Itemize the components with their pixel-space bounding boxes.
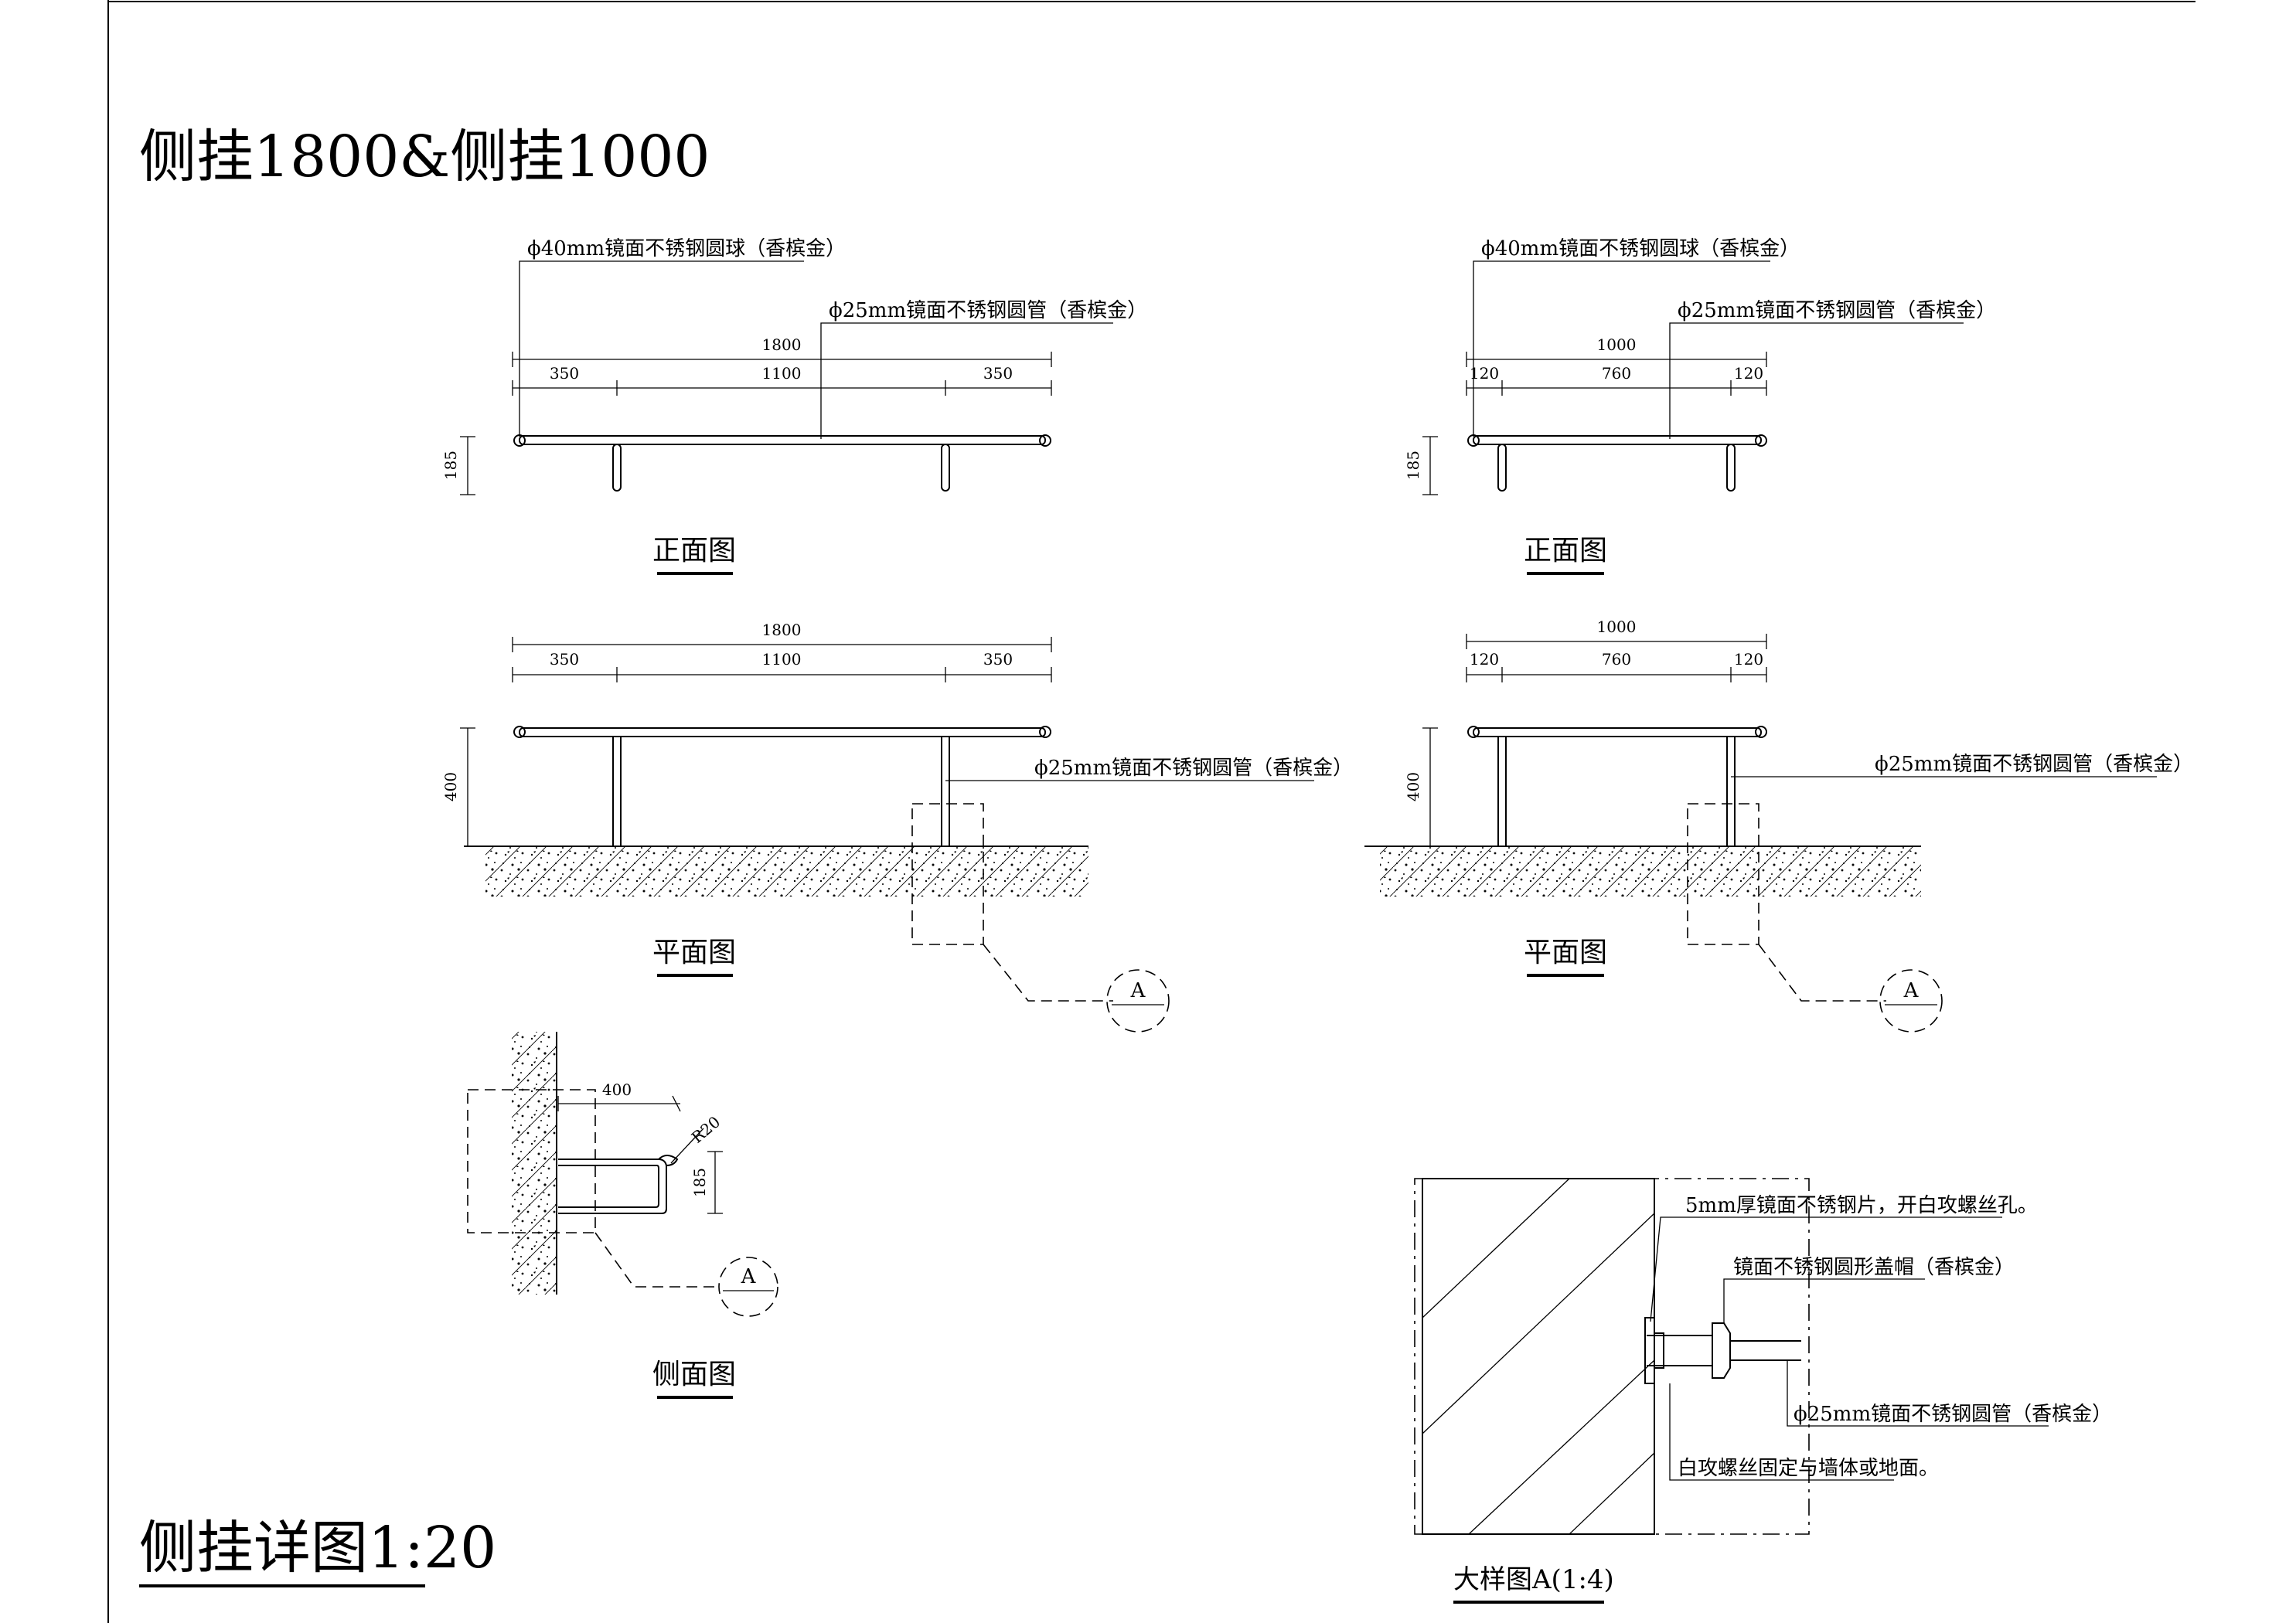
side-dim-height-text: 185 bbox=[690, 1168, 709, 1197]
sheet-title: 侧挂1800&侧挂1000 bbox=[139, 124, 710, 190]
detail-box bbox=[911, 803, 984, 945]
leader-ball bbox=[1473, 260, 1770, 437]
dim-height-text: 185 bbox=[441, 451, 460, 480]
detail-box bbox=[1687, 803, 1759, 945]
dimension-height bbox=[460, 436, 475, 495]
side-dim-depth bbox=[557, 1095, 681, 1112]
dim-seg-2: 760 bbox=[1602, 364, 1631, 383]
detail-leader bbox=[1758, 944, 1886, 1002]
bent-handrail bbox=[558, 1155, 679, 1214]
detail-leader bbox=[983, 944, 1113, 1002]
screw-label: 白攻螺丝固定与墙体或地面。 bbox=[1678, 1457, 1939, 1480]
detail-callout-circle bbox=[718, 1257, 778, 1317]
screw bbox=[1647, 1335, 1670, 1366]
radius-leader bbox=[670, 1128, 704, 1164]
dimension-depth bbox=[460, 727, 475, 846]
dim-seg-1: 350 bbox=[550, 364, 579, 383]
pipe-section bbox=[1664, 1322, 1801, 1379]
side-view: 400 R20 185 A 侧面图 bbox=[467, 1032, 778, 1399]
dimension-total bbox=[1466, 352, 1767, 367]
pipe-label: ϕ25mm镜面不锈钢圆管（香槟金） bbox=[1875, 753, 2193, 776]
handrail-front bbox=[513, 434, 1051, 492]
pipe-label: ϕ25mm镜面不锈钢圆管（香槟金） bbox=[1678, 299, 1996, 322]
concrete-block bbox=[1422, 1178, 1655, 1535]
side-detail-leader bbox=[594, 1232, 719, 1288]
plate-leader bbox=[1650, 1216, 2002, 1322]
dim-depth-text: 400 bbox=[1404, 772, 1422, 801]
dim-seg-3: 350 bbox=[983, 650, 1013, 669]
cap-label: 镜面不锈钢圆形盖帽（香槟金） bbox=[1733, 1256, 2015, 1279]
footer-title: 侧挂详图1:20 bbox=[139, 1515, 496, 1581]
leader-pipe bbox=[1669, 322, 1964, 439]
dim-seg-1: 120 bbox=[1470, 650, 1499, 669]
side-dim-depth-text: 400 bbox=[602, 1080, 632, 1099]
ball-label: ϕ40mm镜面不锈钢圆球（香槟金） bbox=[1481, 237, 1800, 260]
detail-caption: 大样图A(1:4) bbox=[1453, 1564, 1614, 1595]
plan-caption: 平面图 bbox=[652, 937, 736, 968]
pipe-label: ϕ25mm镜面不锈钢圆管（香槟金） bbox=[1034, 757, 1353, 780]
dim-height-text: 185 bbox=[1404, 451, 1422, 480]
dim-seg-1: 120 bbox=[1470, 364, 1499, 383]
mount-plate bbox=[1644, 1317, 1664, 1384]
dimension-total bbox=[512, 352, 1052, 367]
dimension-total bbox=[1466, 634, 1767, 649]
sheet-border bbox=[107, 0, 2196, 1623]
ground-hatch bbox=[1380, 846, 1921, 897]
dimension-segments bbox=[1466, 380, 1767, 396]
side-dim-radius-text: R20 bbox=[688, 1112, 724, 1146]
cap-leader bbox=[1723, 1278, 1925, 1323]
plan-caption: 平面图 bbox=[1524, 937, 1607, 968]
right-front-view: ϕ40mm镜面不锈钢圆球（香槟金） ϕ25mm镜面不锈钢圆管（香槟金） 1000… bbox=[1404, 237, 1996, 575]
handrail-plan bbox=[1467, 726, 1767, 847]
detail-callout-circle bbox=[1106, 969, 1170, 1033]
dim-seg-3: 350 bbox=[983, 364, 1013, 383]
ball-label: ϕ40mm镜面不锈钢圆球（香槟金） bbox=[527, 237, 846, 260]
dim-total-text: 1000 bbox=[1597, 618, 1637, 636]
dim-total-text: 1800 bbox=[762, 335, 802, 354]
screw-leader bbox=[1669, 1383, 1894, 1481]
wall-hatch bbox=[512, 1032, 557, 1295]
detail-callout-label: A bbox=[741, 1265, 757, 1288]
dimension-depth bbox=[1422, 727, 1438, 846]
left-plan-view: 1800 350 1100 350 400 ϕ25mm镜面不锈钢圆管（香槟金） bbox=[441, 621, 1353, 1033]
dim-seg-2: 1100 bbox=[762, 650, 802, 669]
dimension-segments bbox=[512, 667, 1052, 682]
dimension-segments bbox=[1466, 667, 1767, 682]
dim-seg-2: 1100 bbox=[762, 364, 802, 383]
front-caption: 正面图 bbox=[1524, 535, 1607, 567]
pipe-leader bbox=[1787, 1360, 2049, 1427]
dim-seg-1: 350 bbox=[550, 650, 579, 669]
dim-total-text: 1000 bbox=[1597, 335, 1637, 354]
right-plan-view: 1000 120 760 120 400 ϕ25mm镜面不锈钢圆管（香槟金） bbox=[1364, 618, 2193, 1033]
leader-pipe bbox=[820, 322, 1113, 439]
handrail-front bbox=[1467, 434, 1767, 492]
detail-boundary bbox=[1414, 1178, 1810, 1535]
handrail-plan bbox=[513, 726, 1051, 847]
ground-hatch bbox=[485, 846, 1088, 897]
dimension-segments bbox=[512, 380, 1052, 396]
detail-a: 5mm厚镜面不锈钢片，开白攻螺丝孔。 镜面不锈钢圆形盖帽（香槟金） ϕ25mm镜… bbox=[1414, 1178, 2112, 1604]
side-caption: 侧面图 bbox=[652, 1359, 736, 1390]
dim-seg-3: 120 bbox=[1734, 364, 1763, 383]
dimension-total bbox=[512, 637, 1052, 652]
concrete-diagonals bbox=[1422, 1178, 1655, 1535]
dim-total-text: 1800 bbox=[762, 621, 802, 639]
pipe-label: ϕ25mm镜面不锈钢圆管（香槟金） bbox=[829, 299, 1147, 322]
dim-seg-2: 760 bbox=[1602, 650, 1631, 669]
dim-depth-text: 400 bbox=[441, 772, 460, 801]
leader-ball bbox=[519, 260, 804, 437]
dimension-height bbox=[1422, 436, 1438, 495]
side-dim-height bbox=[707, 1151, 723, 1214]
dim-seg-3: 120 bbox=[1734, 650, 1763, 669]
plate-label: 5mm厚镜面不锈钢片，开白攻螺丝孔。 bbox=[1685, 1194, 2038, 1217]
pipe-label: ϕ25mm镜面不锈钢圆管（香槟金） bbox=[1794, 1403, 2112, 1426]
left-front-view: ϕ40mm镜面不锈钢圆球（香槟金） ϕ25mm镜面不锈钢圆管（香槟金） 1800… bbox=[441, 237, 1147, 575]
side-detail-box bbox=[467, 1089, 596, 1233]
detail-callout-label: A bbox=[1903, 979, 1920, 1002]
detail-callout-label: A bbox=[1130, 979, 1146, 1002]
front-caption: 正面图 bbox=[652, 535, 736, 567]
detail-callout-circle bbox=[1879, 969, 1943, 1033]
